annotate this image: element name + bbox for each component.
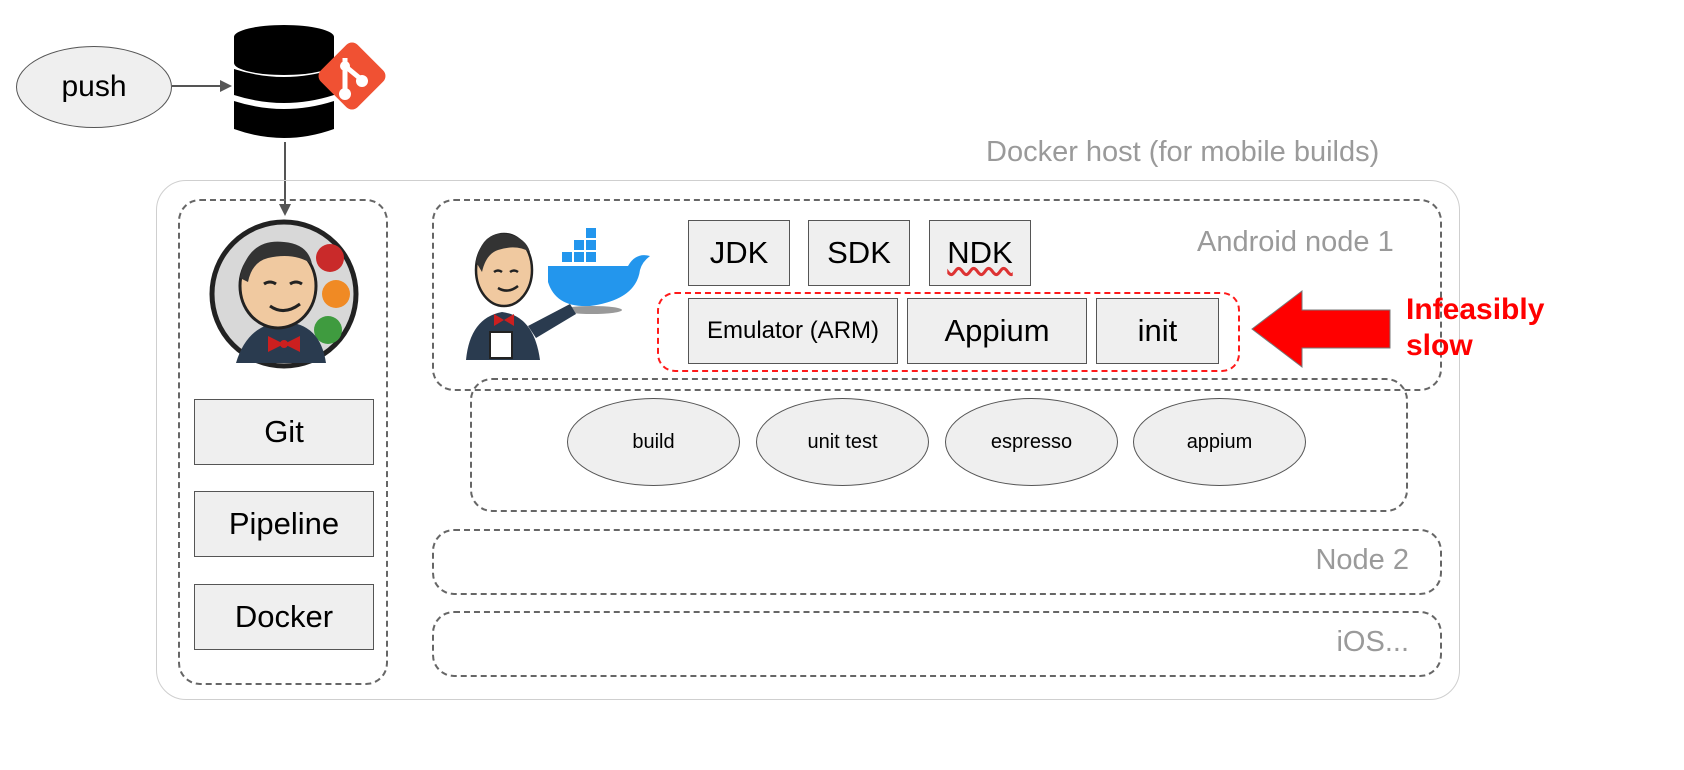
jenkins-logo-icon xyxy=(209,219,359,369)
stage-appium: appium xyxy=(1133,398,1306,486)
push-label: push xyxy=(61,70,127,103)
ios-node-label: iOS... xyxy=(1336,626,1409,658)
jenkins-docker-icon xyxy=(466,228,650,360)
plugin-pipeline: Pipeline xyxy=(194,491,374,557)
stage-build-label: build xyxy=(632,430,675,453)
stage-espresso: espresso xyxy=(945,398,1118,486)
docker-host-label: Docker host (for mobile builds) xyxy=(986,136,1380,168)
node2-label: Node 2 xyxy=(1315,544,1409,576)
plugin-docker-label: Docker xyxy=(234,599,334,634)
node2-container xyxy=(432,529,1442,595)
stage-espresso-label: espresso xyxy=(990,430,1073,453)
slow-callout-arrow-icon xyxy=(1251,289,1391,369)
slow-callout-text: Infeasibly slow xyxy=(1406,292,1544,364)
pipeline-stages-container xyxy=(470,378,1408,512)
slow-callout-line1: Infeasibly xyxy=(1406,293,1545,326)
component-appium-label: Appium xyxy=(944,313,1050,348)
push-arrow xyxy=(172,80,232,92)
git-logo-icon xyxy=(318,42,386,110)
docker-host-container xyxy=(156,180,1460,700)
stage-unit-test-label: unit test xyxy=(807,430,878,453)
component-init: init xyxy=(1096,298,1219,364)
stage-appium-label: appium xyxy=(1186,430,1253,453)
android-node-label: Android node 1 xyxy=(1197,226,1394,258)
ios-node-container xyxy=(432,611,1442,677)
plugin-pipeline-label: Pipeline xyxy=(228,506,340,541)
tool-jdk: JDK xyxy=(688,220,790,286)
component-appium: Appium xyxy=(907,298,1087,364)
db-to-master-arrow xyxy=(279,142,291,216)
jenkins-master-container xyxy=(178,199,388,685)
plugin-git-label: Git xyxy=(264,414,304,449)
component-emulator-label: Emulator (ARM) xyxy=(706,317,880,344)
database-icon xyxy=(234,25,334,138)
plugin-docker: Docker xyxy=(194,584,374,650)
slow-components-group xyxy=(657,292,1240,372)
tool-ndk: NDK xyxy=(929,220,1031,286)
android-node-container xyxy=(432,199,1442,391)
stage-build: build xyxy=(567,398,740,486)
plugin-git: Git xyxy=(194,399,374,465)
tool-sdk-label: SDK xyxy=(827,235,891,270)
push-oval: push xyxy=(16,46,172,128)
tool-sdk: SDK xyxy=(808,220,910,286)
stage-unit-test: unit test xyxy=(756,398,929,486)
tool-jdk-label: JDK xyxy=(709,235,769,270)
component-emulator: Emulator (ARM) xyxy=(688,298,898,364)
slow-callout-line2: slow xyxy=(1406,329,1473,362)
component-init-label: init xyxy=(1137,313,1178,348)
tool-ndk-label: NDK xyxy=(947,235,1013,270)
